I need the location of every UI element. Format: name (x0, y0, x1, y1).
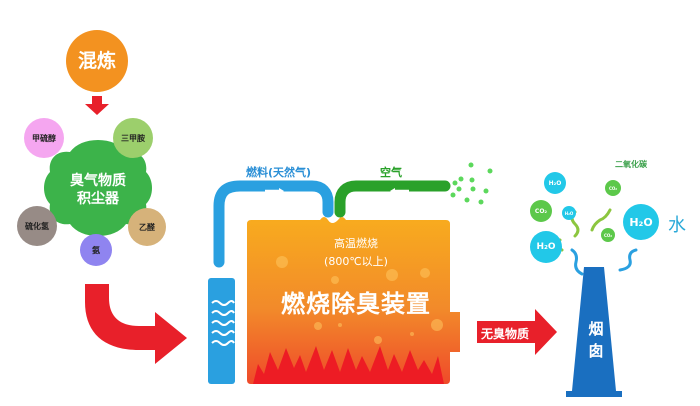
flame-icon (253, 346, 444, 384)
compound-methyl-mercaptan: 甲硫醇 (24, 118, 64, 158)
molecule-h2o: H₂O (562, 206, 576, 220)
air-label: 空气 (380, 166, 402, 179)
fuel-pipe (213, 180, 334, 268)
no-odor-arrow (477, 309, 557, 355)
curved-arrow-icon (85, 284, 187, 364)
molecule-co2: CO₂ (530, 200, 552, 222)
molecule-co2: CO₂ (605, 180, 621, 196)
fuel-arrowhead-icon (279, 188, 284, 194)
temp-label-line1: 高温燃烧 (334, 237, 378, 250)
device-name: 燃烧除臭装置 (281, 290, 431, 318)
collector-line2: 积尘器 (77, 191, 119, 207)
compound-trimethylamine: 三甲胺 (113, 118, 153, 158)
collector-line1: 臭气物质 (70, 173, 126, 189)
temp-label-line2: (800℃以上) (324, 255, 388, 268)
compound-hydrogen-sulfide: 硫化氢 (17, 206, 57, 246)
wave-icon (211, 300, 235, 346)
molecule-co2: CO₂ (601, 228, 615, 242)
no-odor-label: 无臭物质 (481, 327, 530, 341)
air-particles (450, 162, 493, 205)
co2-name-label: 二氧化碳 (615, 160, 647, 169)
water-label: 水 (668, 215, 686, 236)
compound-ammonia: 氨 (80, 234, 112, 266)
molecule-h2o: H₂O (530, 231, 562, 263)
fuel-label: 燃料(天然气) (246, 166, 312, 179)
collector-label: 臭气物质 积尘器 (50, 172, 146, 208)
scrubber-column (208, 278, 235, 384)
molecule-h2o: H₂O (623, 204, 659, 240)
collector-gear (44, 140, 152, 236)
air-pipe (334, 180, 451, 218)
furnace (247, 217, 460, 384)
molecule-h2o: H₂O (544, 172, 566, 194)
down-arrow-icon (85, 96, 109, 115)
mix-circle: 混炼 (66, 30, 128, 92)
chimney-label: 烟囱 (588, 320, 604, 360)
air-arrowhead-icon (390, 188, 395, 194)
chimney (566, 267, 622, 397)
compound-acetaldehyde: 乙醛 (128, 208, 166, 246)
